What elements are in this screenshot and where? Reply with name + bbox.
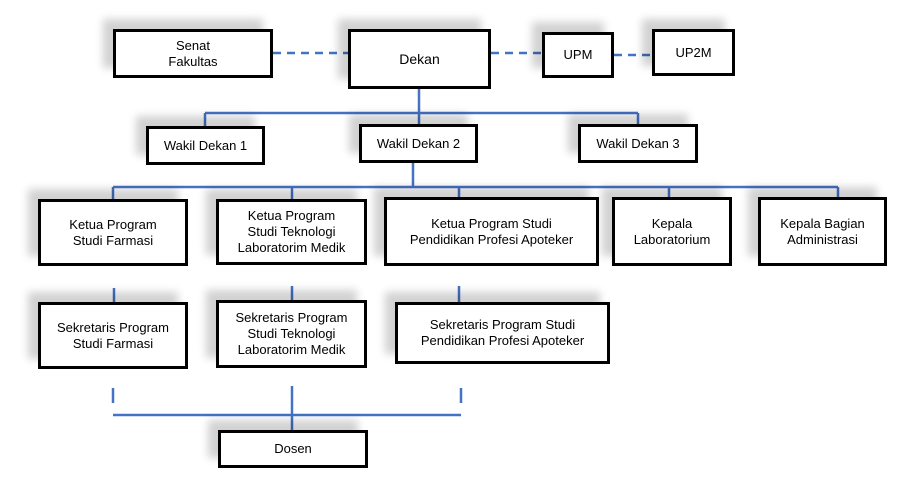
node-wakil-dekan-1: Wakil Dekan 1 [146, 126, 265, 165]
node-dosen: Dosen [218, 430, 368, 468]
node-ketua-program-studi-farmasi: Ketua Program Studi Farmasi [38, 199, 188, 266]
node-dekan: Dekan [348, 29, 491, 89]
node-sekretaris-program-studi-tlm: Sekretaris Program Studi Teknologi Labor… [216, 300, 367, 368]
node-sekretaris-program-studi-farmasi: Sekretaris Program Studi Farmasi [38, 302, 188, 369]
node-sekretaris-program-studi-apoteker: Sekretaris Program Studi Pendidikan Prof… [395, 302, 610, 364]
node-wakil-dekan-3: Wakil Dekan 3 [578, 124, 698, 163]
node-kepala-bagian-administrasi: Kepala Bagian Administrasi [758, 197, 887, 266]
node-ketua-program-studi-apoteker: Ketua Program Studi Pendidikan Profesi A… [384, 197, 599, 266]
node-kepala-laboratorium: Kepala Laboratorium [612, 197, 732, 266]
node-upm: UPM [542, 32, 614, 78]
node-up2m: UP2M [652, 29, 735, 76]
node-wakil-dekan-2: Wakil Dekan 2 [359, 124, 478, 163]
node-senat-fakultas: Senat Fakultas [113, 29, 273, 78]
node-ketua-program-studi-tlm: Ketua Program Studi Teknologi Laboratori… [216, 199, 367, 265]
